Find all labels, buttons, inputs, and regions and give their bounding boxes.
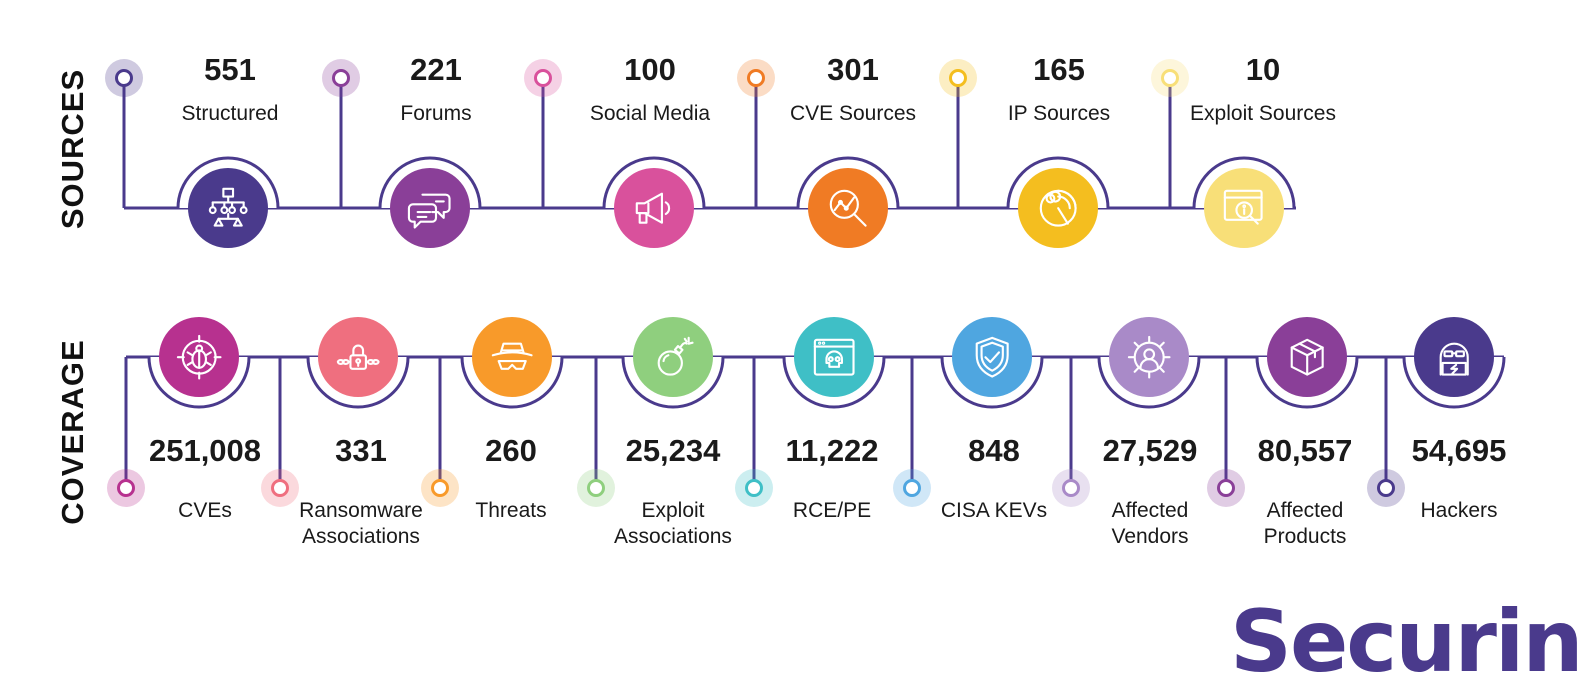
coverage-count: 11,222 [785, 433, 879, 468]
coverage-label: CVEs [178, 499, 232, 522]
source-count: 221 [410, 52, 462, 87]
source-dot [524, 59, 562, 97]
coverage-dot [1207, 469, 1245, 507]
source-count: 301 [827, 52, 879, 87]
coverage-dot [1052, 469, 1090, 507]
source-dot [1151, 59, 1189, 97]
sources-title: SOURCES [55, 68, 90, 230]
coverage-count: 80,557 [1257, 433, 1353, 468]
shield-check-icon [952, 317, 1032, 397]
coverage-dot [735, 469, 773, 507]
coverage-label: Affected Products [1263, 499, 1347, 548]
source-count: 100 [624, 52, 676, 87]
source-label: Exploit Sources [1190, 102, 1336, 125]
coverage-label: Hackers [1420, 499, 1498, 522]
coverage-label: RCE/PE [792, 499, 872, 522]
coverage-label: Threats [475, 499, 547, 522]
browser-search-icon [1204, 168, 1284, 248]
source-label: CVE Sources [789, 102, 917, 125]
padlock-chain-icon [318, 317, 398, 397]
coverage-label: Ransomware Associations [299, 499, 423, 548]
coverage-count: 25,234 [625, 433, 721, 468]
magnifier-chart-icon [808, 168, 888, 248]
source-label: Forums [400, 102, 472, 125]
source-count: 165 [1033, 52, 1085, 87]
chat-bubbles-icon [390, 168, 470, 248]
package-box-icon [1267, 317, 1347, 397]
coverage-count: 27,529 [1102, 433, 1198, 468]
coverage-label: Affected Vendors [1111, 499, 1189, 548]
source-dot [105, 59, 143, 97]
source-label: IP Sources [1007, 102, 1111, 125]
coverage-dot [261, 469, 299, 507]
radar-icon [1018, 168, 1098, 248]
source-dot [939, 59, 977, 97]
coverage-count: 848 [968, 433, 1020, 468]
coverage-label: CISA KEVs [940, 499, 1048, 522]
source-count: 551 [204, 52, 256, 87]
source-label: Structured [181, 102, 279, 125]
coverage-count: 331 [335, 433, 387, 468]
coverage-dot [421, 469, 459, 507]
coverage-title: COVERAGE [55, 339, 90, 525]
coverage-label: Exploit Associations [614, 499, 732, 548]
source-dot [737, 59, 775, 97]
coverage-count: 260 [485, 433, 537, 468]
securin-logo: Securin [1230, 592, 1584, 692]
bomb-icon [633, 317, 713, 397]
coverage-dot [107, 469, 145, 507]
hierarchy-icon [188, 168, 268, 248]
source-count: 10 [1245, 52, 1281, 87]
megaphone-icon [614, 168, 694, 248]
coverage-count: 54,695 [1411, 433, 1507, 468]
coverage-dot [577, 469, 615, 507]
hacker-icon [1414, 317, 1494, 397]
gear-person-icon [1109, 317, 1189, 397]
coverage-dot [893, 469, 931, 507]
coverage-count: 251,008 [148, 433, 262, 468]
bug-target-icon [159, 317, 239, 397]
coverage-dot [1367, 469, 1405, 507]
source-dot [322, 59, 360, 97]
spy-hat-icon [472, 317, 552, 397]
source-label: Social Media [589, 102, 711, 125]
skull-window-icon [794, 317, 874, 397]
